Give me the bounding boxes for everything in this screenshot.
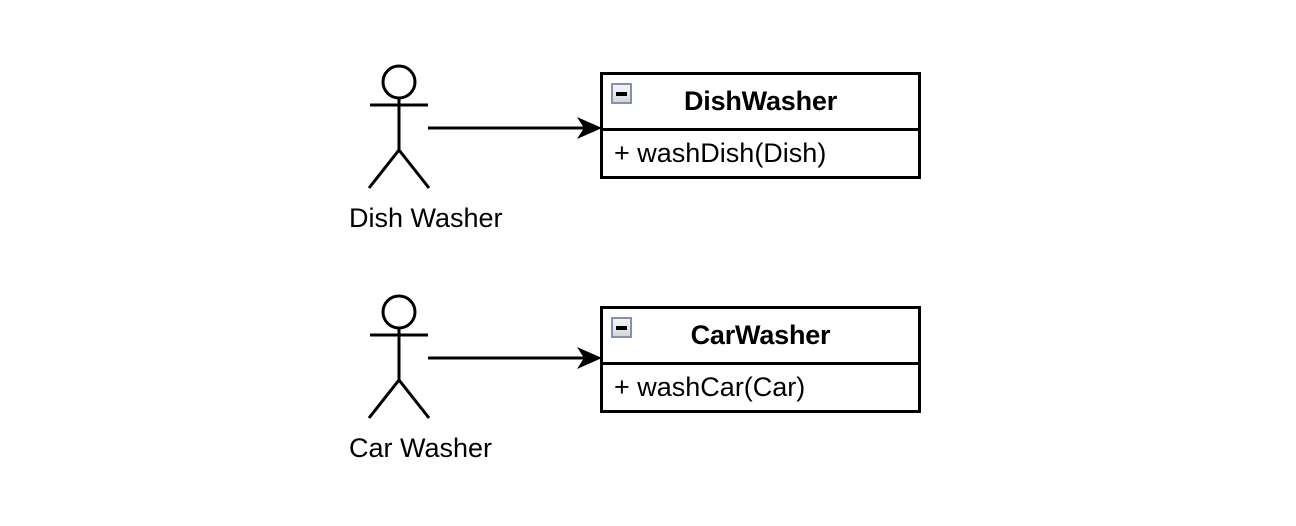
actor-dish-washer[interactable]: Dish Washer (349, 60, 503, 232)
actor-car-washer[interactable]: Car Washer (349, 290, 492, 462)
class-header-dishwasher: DishWasher (603, 75, 918, 131)
collapse-minus-icon[interactable] (611, 83, 632, 104)
actor-label-car-washer: Car Washer (349, 433, 493, 463)
class-name-carwasher: CarWasher (690, 320, 831, 350)
association-arrow-dish-washer[interactable] (428, 116, 604, 140)
class-member-row: + washCar(Car) (614, 371, 806, 402)
actor-label-dish-washer: Dish Washer (349, 203, 503, 233)
association-arrow-car-washer[interactable] (428, 346, 604, 370)
class-box-carwasher[interactable]: CarWasher + washCar(Car) (600, 306, 921, 413)
arrow-icon (428, 117, 602, 139)
class-members-dishwasher: + washDish(Dish) (603, 131, 918, 175)
minus-glyph (616, 325, 627, 330)
minus-glyph (616, 91, 627, 96)
arrow-icon (428, 347, 602, 369)
actor-figure-icon (367, 64, 431, 189)
actor-figure-icon (367, 294, 431, 419)
class-member-row: + washDish(Dish) (614, 137, 827, 168)
collapse-minus-icon[interactable] (611, 317, 632, 338)
class-box-dishwasher[interactable]: DishWasher + washDish(Dish) (600, 72, 921, 179)
class-name-dishwasher: DishWasher (683, 86, 838, 116)
class-header-carwasher: CarWasher (603, 309, 918, 365)
class-members-carwasher: + washCar(Car) (603, 365, 918, 409)
